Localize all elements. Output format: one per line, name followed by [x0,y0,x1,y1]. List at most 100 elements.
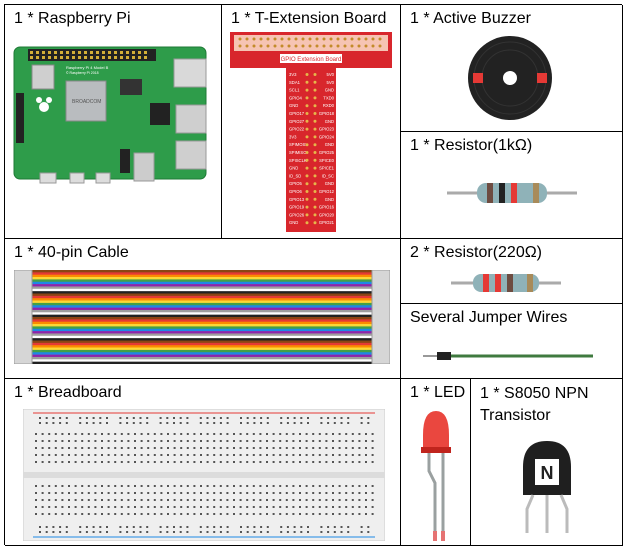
breadboard-hole [239,440,242,442]
breadboard-hole [126,531,129,533]
breadboard-hole [54,440,57,442]
breadboard-hole [146,531,149,533]
breadboard-hole [300,531,303,533]
breadboard-hole [371,492,374,494]
breadboard-hole [233,485,235,487]
cell-jumper-wires: Several Jumper Wires [401,304,623,379]
breadboard-hole [48,492,51,494]
breadboard-hole [120,454,123,456]
breadboard-hole [81,447,84,449]
breadboard-hole [213,440,216,442]
breadboard-hole [239,454,242,456]
breadboard-hole [312,440,315,442]
pin-hole [313,143,317,147]
breadboard-hole [35,440,37,442]
pin-hole [305,119,309,123]
breadboard-hole [299,499,301,501]
pin-hole [313,119,317,123]
breadboard-hole [114,433,117,435]
breadboard-hole [351,492,354,494]
breadboard-hole [305,492,308,494]
pin-label-left: SCL1 [289,88,300,93]
breadboard-hole [285,513,288,515]
breadboard-hole [74,492,77,494]
breadboard-hole [146,417,149,419]
breadboard-hole [325,485,328,487]
breadboard-hole [233,499,235,501]
breadboard-hole [351,499,354,501]
cable-wire [32,324,372,327]
breadboard-hole [180,447,183,449]
breadboard-hole [81,485,84,487]
breadboard-hole [132,526,135,528]
breadboard-hole [193,513,196,515]
breadboard-hole [338,461,341,463]
breadboard-hole [332,499,334,501]
breadboard-hole [206,526,209,528]
breadboard-hole [320,422,323,424]
breadboard-hole [347,526,350,528]
breadboard-hole [219,440,222,442]
breadboard-hole [266,454,268,456]
breadboard-hole [219,492,222,494]
breadboard-hole [292,447,295,449]
breadboard-hole [246,526,249,528]
breadboard-hole [140,485,143,487]
breadboard-hole [365,513,367,515]
cable-wire [32,349,372,353]
breadboard-hole [99,531,102,533]
breadboard-hole [333,531,336,533]
breadboard-hole [127,485,130,487]
breadboard-hole [140,447,143,449]
breadboard-hole [252,513,255,515]
breadboard-hole [358,447,361,449]
breadboard-hole [325,433,328,435]
pin-hole [305,135,309,139]
breadboard-hole [318,492,321,494]
breadboard-hole [371,461,374,463]
led-image [421,411,451,541]
breadboard-hole [325,454,328,456]
breadboard-hole [365,440,367,442]
breadboard-hole [239,499,242,501]
breadboard-hole [127,499,130,501]
breadboard-hole [312,506,315,508]
pin-label-right: GPIO18 [319,111,335,116]
pin-hole [313,213,317,217]
breadboard-hole [332,506,334,508]
pin-label-left: GPIO19 [289,205,305,210]
cable-wire [32,345,372,348]
pin-hole [313,166,317,170]
breadboard-hole [74,513,77,515]
breadboard-hole [173,461,176,463]
breadboard-hole [92,526,95,528]
breadboard-hole [259,499,262,501]
pin-label-left: GPIO5 [289,181,302,186]
breadboard-hole [127,447,130,449]
pin-label-left: GPIO22 [289,127,305,132]
breadboard-hole [199,417,202,419]
pin-label-right: ID_SC [322,173,334,178]
breadboard-hole [286,531,289,533]
breadboard-hole [146,526,149,528]
breadboard-hole [312,492,315,494]
breadboard-hole [219,417,222,419]
extension-board-header: GPIO Extension Board [281,57,342,63]
breadboard-hole [85,422,88,424]
breadboard-hole [173,526,175,528]
breadboard-hole [325,492,328,494]
pin-label-left: GND [289,166,298,171]
breadboard-hole [92,531,95,533]
breadboard-hole [345,499,348,501]
breadboard-hole [107,513,110,515]
breadboard-hole [213,461,216,463]
breadboard-hole [332,513,334,515]
pin-label-right: GPIO21 [319,220,335,225]
breadboard-hole [147,461,150,463]
cable-wire [32,270,372,273]
pin-hole [305,174,309,178]
breadboard-hole [365,485,367,487]
breadboard-hole [127,492,130,494]
breadboard-hole [65,422,68,424]
breadboard-hole [252,492,255,494]
